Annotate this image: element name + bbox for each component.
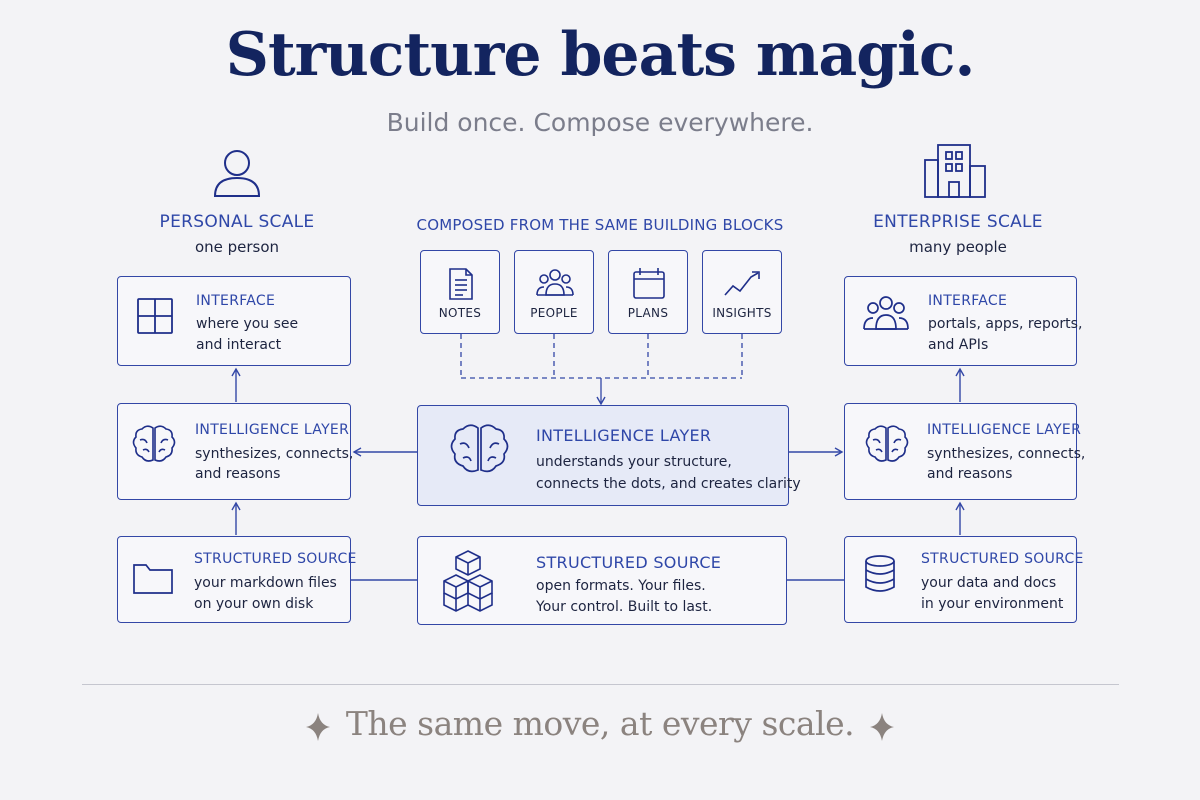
folder-icon [133,564,173,594]
card-desc-line1: open formats. Your files. [536,578,706,594]
block-label: PEOPLE [530,306,578,320]
block-label: INSIGHTS [712,306,772,320]
brain-icon [865,425,909,462]
card-desc-line2: connects the dots, and creates clarity [536,476,801,492]
card-title: STRUCTURED SOURCE [194,551,357,567]
card-title: STRUCTURED SOURCE [921,551,1084,567]
building-blocks-title: COMPOSED FROM THE SAME BUILDING BLOCKS [416,216,784,234]
personal-scale-title: PERSONAL SCALE [159,212,315,232]
notes-icon [449,268,473,300]
grid-icon [137,298,173,334]
card-desc-line1: understands your structure, [536,454,732,470]
card-title: INTELLIGENCE LAYER [195,422,350,438]
card-desc-line1: synthesizes, connects, [195,446,354,462]
people-icon [536,269,574,296]
enterprise-intelligence-card: INTELLIGENCE LAYER synthesizes, connects… [844,403,1085,500]
footer-tagline: The same move, at every scale. [345,704,855,743]
page-subtitle: Build once. Compose everywhere. [386,108,814,137]
cubes-icon [443,550,493,612]
center-intelligence-card: INTELLIGENCE LAYER understands your stru… [417,405,801,506]
enterprise-scale-subtitle: many people [909,238,1007,256]
dashed-block-connectors [460,334,743,406]
enterprise-source-card: STRUCTURED SOURCE your data and docs in … [844,536,1083,623]
card-desc-line1: your data and docs [921,575,1057,591]
trend-icon [724,271,760,296]
card-title: STRUCTURED SOURCE [536,553,722,572]
enterprise-scale-title: ENTERPRISE SCALE [873,212,1043,232]
card-title: INTERFACE [196,293,276,309]
page-title: Structure beats magic. [225,20,976,90]
card-desc-line1: your markdown files [194,575,337,591]
personal-scale-subtitle: one person [194,238,280,256]
database-icon [865,555,895,592]
brain-icon [450,424,509,473]
block-notes: NOTES [420,250,500,334]
calendar-icon [633,268,665,299]
card-title: INTELLIGENCE LAYER [536,426,712,445]
card-desc-line2: and reasons [927,466,1013,482]
people-icon [863,296,909,330]
personal-intelligence-card: INTELLIGENCE LAYER synthesizes, connects… [117,403,354,500]
card-desc-line2: on your own disk [194,596,314,612]
card-desc-line2: and APIs [928,337,989,353]
card-title: INTERFACE [928,293,1008,309]
block-people: PEOPLE [514,250,594,334]
card-desc-line2: and reasons [195,466,281,482]
block-label: PLANS [627,306,669,320]
card-desc-line2: Your control. Built to last. [536,599,713,615]
personal-source-card: STRUCTURED SOURCE your markdown files on… [117,536,356,623]
card-desc-line1: portals, apps, reports, [928,316,1083,332]
card-desc-line2: in your environment [921,596,1064,612]
block-plans: PLANS [608,250,688,334]
block-label: NOTES [438,306,482,320]
center-source-card: STRUCTURED SOURCE open formats. Your fil… [417,536,787,625]
personal-interface-card: INTERFACE where you see and interact [117,276,351,366]
footer-divider [82,684,1119,685]
brain-icon [132,425,176,462]
card-desc-line2: and interact [196,337,282,353]
card-desc-line1: where you see [196,316,299,332]
block-insights: INSIGHTS [702,250,782,334]
enterprise-interface-card: INTERFACE portals, apps, reports, and AP… [844,276,1082,366]
card-title: INTELLIGENCE LAYER [927,422,1082,438]
card-desc-line1: synthesizes, connects, [927,446,1086,462]
